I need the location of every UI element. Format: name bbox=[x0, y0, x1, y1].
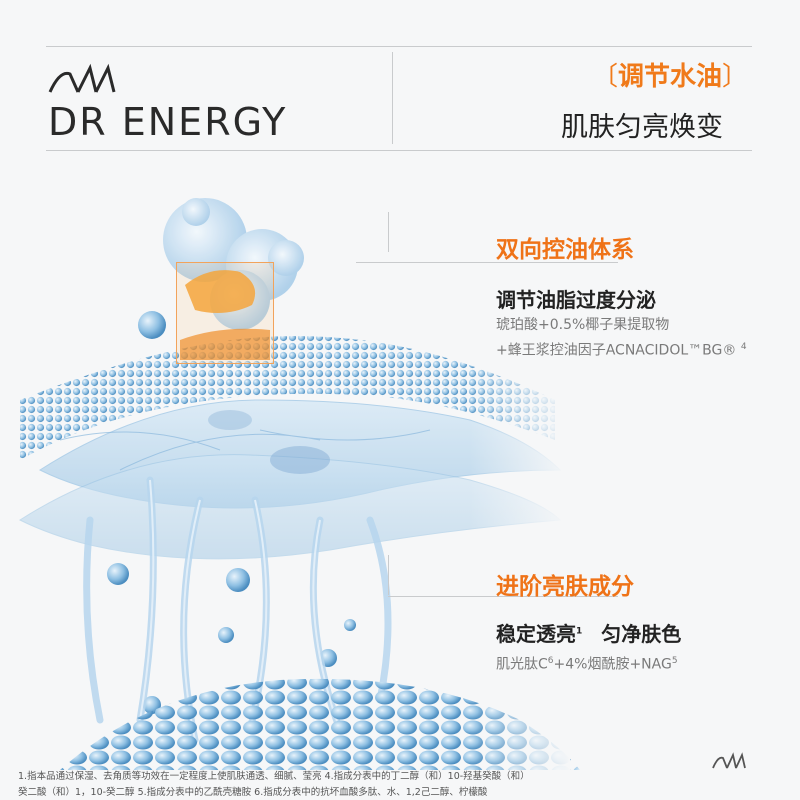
brand-name: DR ENERGY bbox=[48, 100, 288, 144]
oil-control-highlight-box bbox=[176, 262, 274, 364]
header-subtitle: 肌肤匀亮焕变 bbox=[561, 112, 723, 143]
ingredient-a: 肌光肽C bbox=[496, 656, 548, 673]
brand-mark-icon bbox=[48, 63, 116, 93]
section1-title: 双向控油体系 bbox=[496, 237, 634, 263]
tag-bracket-close: 〕 bbox=[722, 62, 749, 92]
section2-title: 进阶亮肤成分 bbox=[496, 574, 634, 600]
header-top-line bbox=[46, 46, 752, 47]
section2-main-a: 稳定透亮 bbox=[496, 622, 576, 646]
section2-main-b: 匀净肤色 bbox=[601, 622, 682, 646]
section2-divider bbox=[388, 555, 389, 595]
footnote-ref: 4 bbox=[740, 342, 747, 352]
tag-text: 调节水油 bbox=[618, 62, 723, 92]
section1-underline bbox=[356, 262, 618, 263]
footnote-ref: 1 bbox=[576, 626, 583, 637]
footnote-line1: 1.指本品通过保湿、去角质等功效在一定程度上使肌肤通透、细腻、莹亮 4.指成分表… bbox=[18, 771, 530, 782]
section1-ingredients: 琥珀酸+0.5%椰子果提取物 +蜂王浆控油因子ACNACIDOL™BG® 4 bbox=[496, 314, 747, 362]
section1-divider bbox=[388, 212, 389, 252]
section2-underline bbox=[388, 596, 618, 597]
section2-main: 稳定透亮1 匀净肤色 bbox=[496, 618, 681, 647]
header-divider bbox=[392, 52, 393, 144]
section1-main: 调节油脂过度分泌 bbox=[496, 288, 656, 312]
footnote-line2: 癸二酸（和）1，10-癸二醇 5.指成分表中的乙酰壳糖胺 6.指成分表中的抗坏血… bbox=[18, 787, 488, 798]
section2-ingredients: 肌光肽C6+4%烟酰胺+NAG5 bbox=[496, 650, 678, 676]
header-tag: 〔调节水油〕 bbox=[592, 56, 748, 93]
section1-ingredient-line1: 琥珀酸+0.5%椰子果提取物 bbox=[496, 317, 670, 333]
footnote-ref: 6 bbox=[547, 656, 554, 666]
tag-bracket-open: 〔 bbox=[592, 62, 619, 92]
ingredient-line2-text: +蜂王浆控油因子ACNACIDOL™BG® bbox=[496, 342, 737, 359]
section1-ingredient-line2: +蜂王浆控油因子ACNACIDOL™BG® 4 bbox=[496, 336, 747, 362]
ingredient-b: +4%烟酰胺+NAG bbox=[553, 656, 672, 673]
footnote-ref: 5 bbox=[671, 656, 678, 666]
corner-brand-icon bbox=[712, 752, 746, 769]
header-bottom-line bbox=[46, 150, 752, 151]
